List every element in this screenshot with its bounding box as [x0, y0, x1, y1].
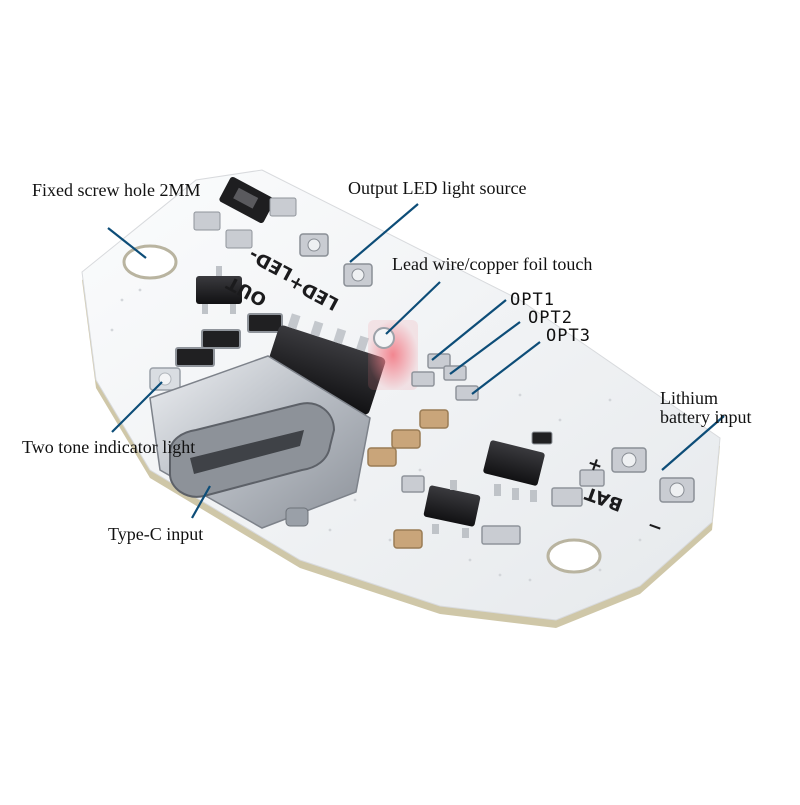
- smd-capacitors: [367, 409, 449, 549]
- board-dots: [110, 288, 642, 582]
- leader-lines: [107, 203, 725, 519]
- label-typec: Type-C input: [108, 524, 204, 544]
- label-opt2: OPT2: [528, 308, 573, 328]
- leader-opt1: [431, 299, 507, 361]
- label-lead-wire: Lead wire/copper foil touch: [392, 254, 593, 274]
- label-output-led: Output LED light source: [348, 178, 527, 198]
- silk-bat-minus: −: [644, 514, 665, 539]
- typec-connector: [149, 355, 371, 529]
- smd-pads-top: [193, 197, 297, 249]
- sot23-ic-right: [483, 431, 553, 502]
- label-opt3: OPT3: [546, 326, 591, 346]
- opt-pads: [411, 353, 479, 401]
- indicator-led: [149, 367, 181, 391]
- leader-lead-wire: [385, 281, 441, 335]
- label-opt1: OPT1: [510, 290, 555, 310]
- battery-pads: [611, 447, 695, 503]
- sot23-transistor-lower: [423, 480, 481, 538]
- silk-bat-plus: +: [584, 452, 605, 477]
- smd-pads-lower: [401, 469, 605, 545]
- sot23-transistor-left: [196, 266, 242, 314]
- label-screw-hole: Fixed screw hole 2MM: [32, 180, 201, 200]
- label-lithium-line1: Lithium: [660, 388, 718, 408]
- smd-resistors-mid: [175, 313, 283, 367]
- touch-pad: [368, 320, 418, 390]
- leader-typec: [191, 485, 211, 519]
- leader-screw-hole: [107, 227, 147, 259]
- leader-indicator: [111, 381, 163, 433]
- screw-hole-left: [122, 244, 178, 280]
- label-lithium-line2: battery input: [660, 407, 752, 427]
- screw-hole-right: [546, 538, 602, 574]
- leader-opt2: [449, 321, 521, 375]
- led-output-pads: [299, 233, 373, 287]
- label-indicator: Two tone indicator light: [22, 437, 196, 457]
- leader-output-led: [349, 203, 419, 263]
- smd-resistor-top: [219, 176, 275, 224]
- leader-lithium: [661, 415, 725, 471]
- leader-opt3: [471, 341, 541, 395]
